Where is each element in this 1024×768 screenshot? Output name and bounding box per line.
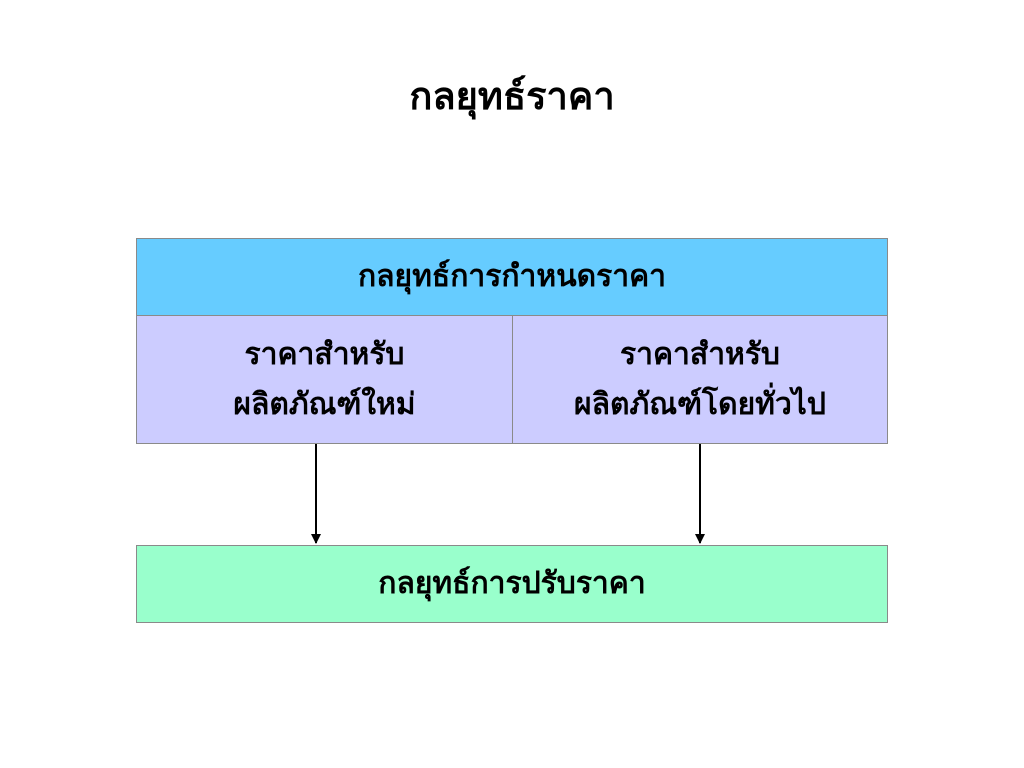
new-product-pricing-box: ราคาสำหรับ ผลิตภัณฑ์ใหม่: [136, 315, 513, 444]
general-product-pricing-line1: ราคาสำหรับ: [620, 336, 780, 372]
general-product-pricing-line2: ผลิตภัณฑ์โดยทั่วไป: [574, 386, 826, 422]
general-product-pricing-box: ราคาสำหรับ ผลิตภัณฑ์โดยทั่วไป: [512, 315, 888, 444]
new-product-pricing-line2: ผลิตภัณฑ์ใหม่: [233, 386, 416, 422]
new-product-pricing-line1: ราคาสำหรับ: [244, 336, 405, 372]
pricing-strategy-label: กลยุทธ์การกำหนดราคา: [358, 259, 666, 294]
price-adjustment-box: กลยุทธ์การปรับราคา: [136, 545, 888, 623]
price-adjustment-label: กลยุทธ์การปรับราคา: [378, 566, 646, 601]
slide-title: กลยุทธ์ราคา: [409, 73, 615, 118]
pricing-strategy-box: กลยุทธ์การกำหนดราคา: [136, 238, 888, 316]
